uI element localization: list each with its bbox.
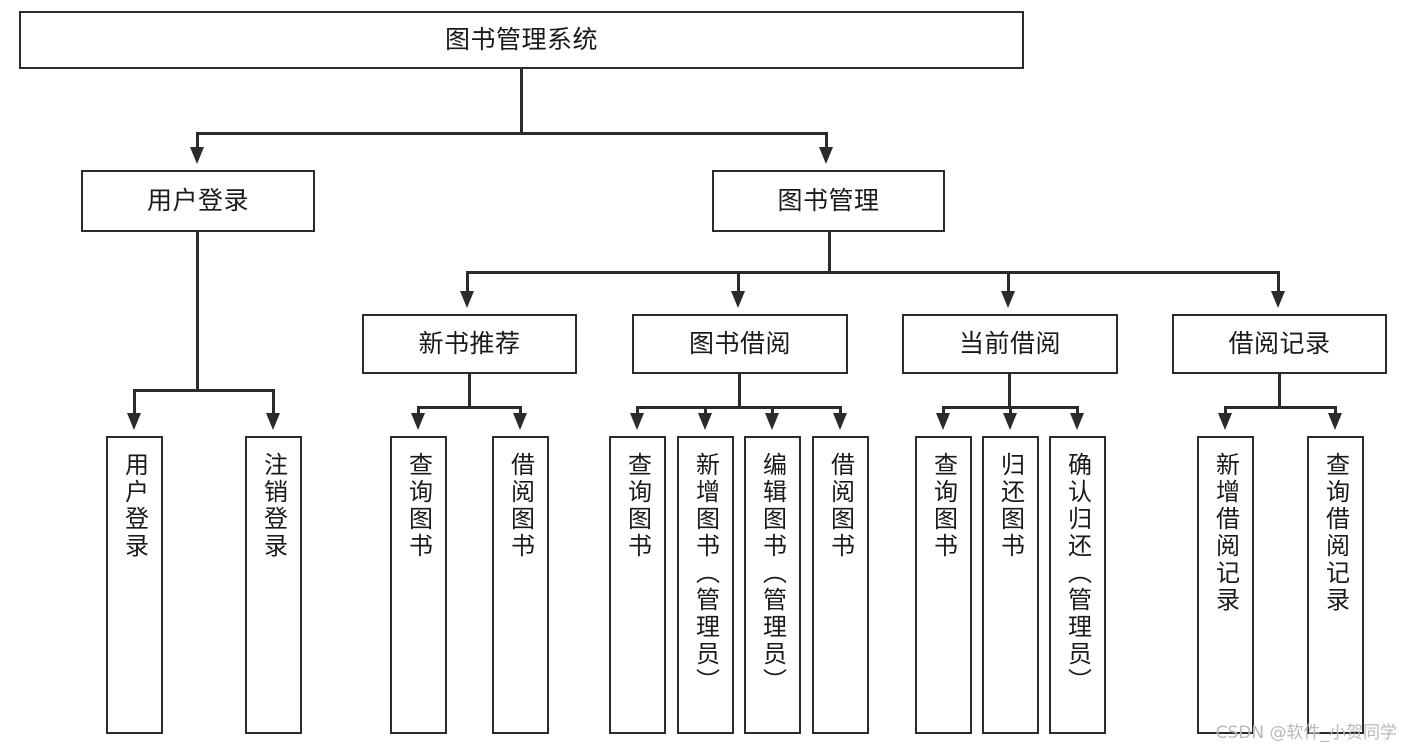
arrow-to-book-manage xyxy=(819,147,833,164)
node-label: 图书管理系统 xyxy=(444,25,598,55)
leaf-cb-confirm-return-admin[interactable]: 确认归还（管理员） xyxy=(1049,436,1106,734)
node-label: 查询借阅记录 xyxy=(1321,452,1350,614)
arrow-to-user-login xyxy=(190,147,204,164)
connector-level3-drop-3 xyxy=(1007,271,1010,292)
arrow-br-leaf-1 xyxy=(1218,413,1232,430)
node-label: 确认归还（管理员） xyxy=(1063,452,1092,695)
node-label: 当前借阅 xyxy=(958,329,1061,359)
connector-new-book-drop-2 xyxy=(519,406,522,414)
node-label: 注销登录 xyxy=(259,452,288,560)
arrow-cb-leaf-1 xyxy=(936,413,950,430)
leaf-nb-query-book[interactable]: 查询图书 xyxy=(390,436,447,734)
leaf-br-add-record[interactable]: 新增借阅记录 xyxy=(1197,436,1254,734)
connector-borrow-record-stem xyxy=(1278,374,1281,409)
leaf-bb-edit-book-admin[interactable]: 编辑图书（管理员） xyxy=(744,436,801,734)
node-current-borrow[interactable]: 当前借阅 xyxy=(902,314,1118,374)
connector-bb-drop-2 xyxy=(704,406,707,414)
node-borrow-record[interactable]: 借阅记录 xyxy=(1172,314,1387,374)
arrow-bb-leaf-1 xyxy=(630,413,644,430)
connector-level3-drop-2 xyxy=(737,271,740,292)
connector-current-borrow-stem xyxy=(1008,374,1011,409)
connector-book-manage-stem xyxy=(828,232,831,274)
node-user-login[interactable]: 用户登录 xyxy=(81,170,315,232)
node-new-book-recommend[interactable]: 新书推荐 xyxy=(362,314,577,374)
connector-user-login-drop-2 xyxy=(272,389,275,414)
connector-level3-bus xyxy=(466,271,1280,274)
arrow-cb-leaf-3 xyxy=(1070,413,1084,430)
connector-new-book-stem xyxy=(468,374,471,409)
arrow-to-leaf-user-login xyxy=(127,413,141,430)
node-label: 查询图书 xyxy=(623,452,652,560)
connector-borrow-record-bus xyxy=(1224,406,1337,409)
arrow-br-leaf-2 xyxy=(1328,413,1342,430)
leaf-cb-query-book[interactable]: 查询图书 xyxy=(915,436,972,734)
connector-bb-drop-3 xyxy=(771,406,774,414)
node-label: 新增图书（管理员） xyxy=(691,452,720,695)
node-label: 新书推荐 xyxy=(418,329,521,359)
connector-book-borrow-stem xyxy=(738,374,741,409)
connector-cb-drop-2 xyxy=(1009,406,1012,414)
arrow-to-book-borrow xyxy=(731,291,745,308)
leaf-br-query-record[interactable]: 查询借阅记录 xyxy=(1307,436,1364,734)
node-label: 查询图书 xyxy=(929,452,958,560)
node-root-system[interactable]: 图书管理系统 xyxy=(19,11,1024,69)
leaf-bb-add-book-admin[interactable]: 新增图书（管理员） xyxy=(677,436,734,734)
arrow-bb-leaf-3 xyxy=(765,413,779,430)
arrow-to-leaf-logout xyxy=(266,413,280,430)
arrow-bb-leaf-4 xyxy=(833,413,847,430)
node-label: 借阅图书 xyxy=(506,452,535,560)
node-label: 借阅记录 xyxy=(1228,329,1331,359)
connector-cb-drop-3 xyxy=(1076,406,1079,414)
leaf-cb-return-book[interactable]: 归还图书 xyxy=(982,436,1039,734)
connector-user-login-drop-1 xyxy=(133,389,136,414)
arrow-nb-leaf-2 xyxy=(513,413,527,430)
node-label: 借阅图书 xyxy=(826,452,855,560)
leaf-bb-borrow-book[interactable]: 借阅图书 xyxy=(812,436,869,734)
connector-book-borrow-bus xyxy=(636,406,842,409)
leaf-user-login[interactable]: 用户登录 xyxy=(106,436,163,734)
connector-new-book-bus xyxy=(417,406,522,409)
node-label: 新增借阅记录 xyxy=(1211,452,1240,614)
connector-br-drop-2 xyxy=(1334,406,1337,414)
connector-cb-drop-1 xyxy=(942,406,945,414)
connector-user-login-stem xyxy=(196,232,199,392)
node-label: 用户登录 xyxy=(146,186,249,216)
leaf-bb-query-book[interactable]: 查询图书 xyxy=(609,436,666,734)
arrow-to-current-borrow xyxy=(1001,291,1015,308)
connector-root-drop-2 xyxy=(825,132,828,148)
node-label: 查询图书 xyxy=(404,452,433,560)
node-book-borrow[interactable]: 图书借阅 xyxy=(632,314,848,374)
arrow-cb-leaf-2 xyxy=(1003,413,1017,430)
connector-root-stem xyxy=(520,69,523,134)
node-label: 图书管理 xyxy=(777,186,880,216)
connector-new-book-drop-1 xyxy=(417,406,420,414)
node-book-management[interactable]: 图书管理 xyxy=(712,170,945,232)
connector-root-drop-1 xyxy=(196,132,199,148)
connector-user-login-bus xyxy=(133,389,275,392)
arrow-to-borrow-record xyxy=(1271,291,1285,308)
connector-bb-drop-1 xyxy=(636,406,639,414)
connector-bb-drop-4 xyxy=(839,406,842,414)
node-label: 归还图书 xyxy=(996,452,1025,560)
connector-level3-drop-1 xyxy=(466,271,469,292)
arrow-to-new-book-rec xyxy=(460,291,474,308)
connector-br-drop-1 xyxy=(1224,406,1227,414)
node-label: 编辑图书（管理员） xyxy=(758,452,787,695)
arrow-bb-leaf-2 xyxy=(698,413,712,430)
node-label: 图书借阅 xyxy=(688,329,791,359)
leaf-nb-borrow-book[interactable]: 借阅图书 xyxy=(492,436,549,734)
leaf-logout[interactable]: 注销登录 xyxy=(245,436,302,734)
connector-level3-drop-4 xyxy=(1277,271,1280,292)
arrow-nb-leaf-1 xyxy=(411,413,425,430)
connector-root-bus xyxy=(196,132,827,135)
node-label: 用户登录 xyxy=(120,452,149,560)
